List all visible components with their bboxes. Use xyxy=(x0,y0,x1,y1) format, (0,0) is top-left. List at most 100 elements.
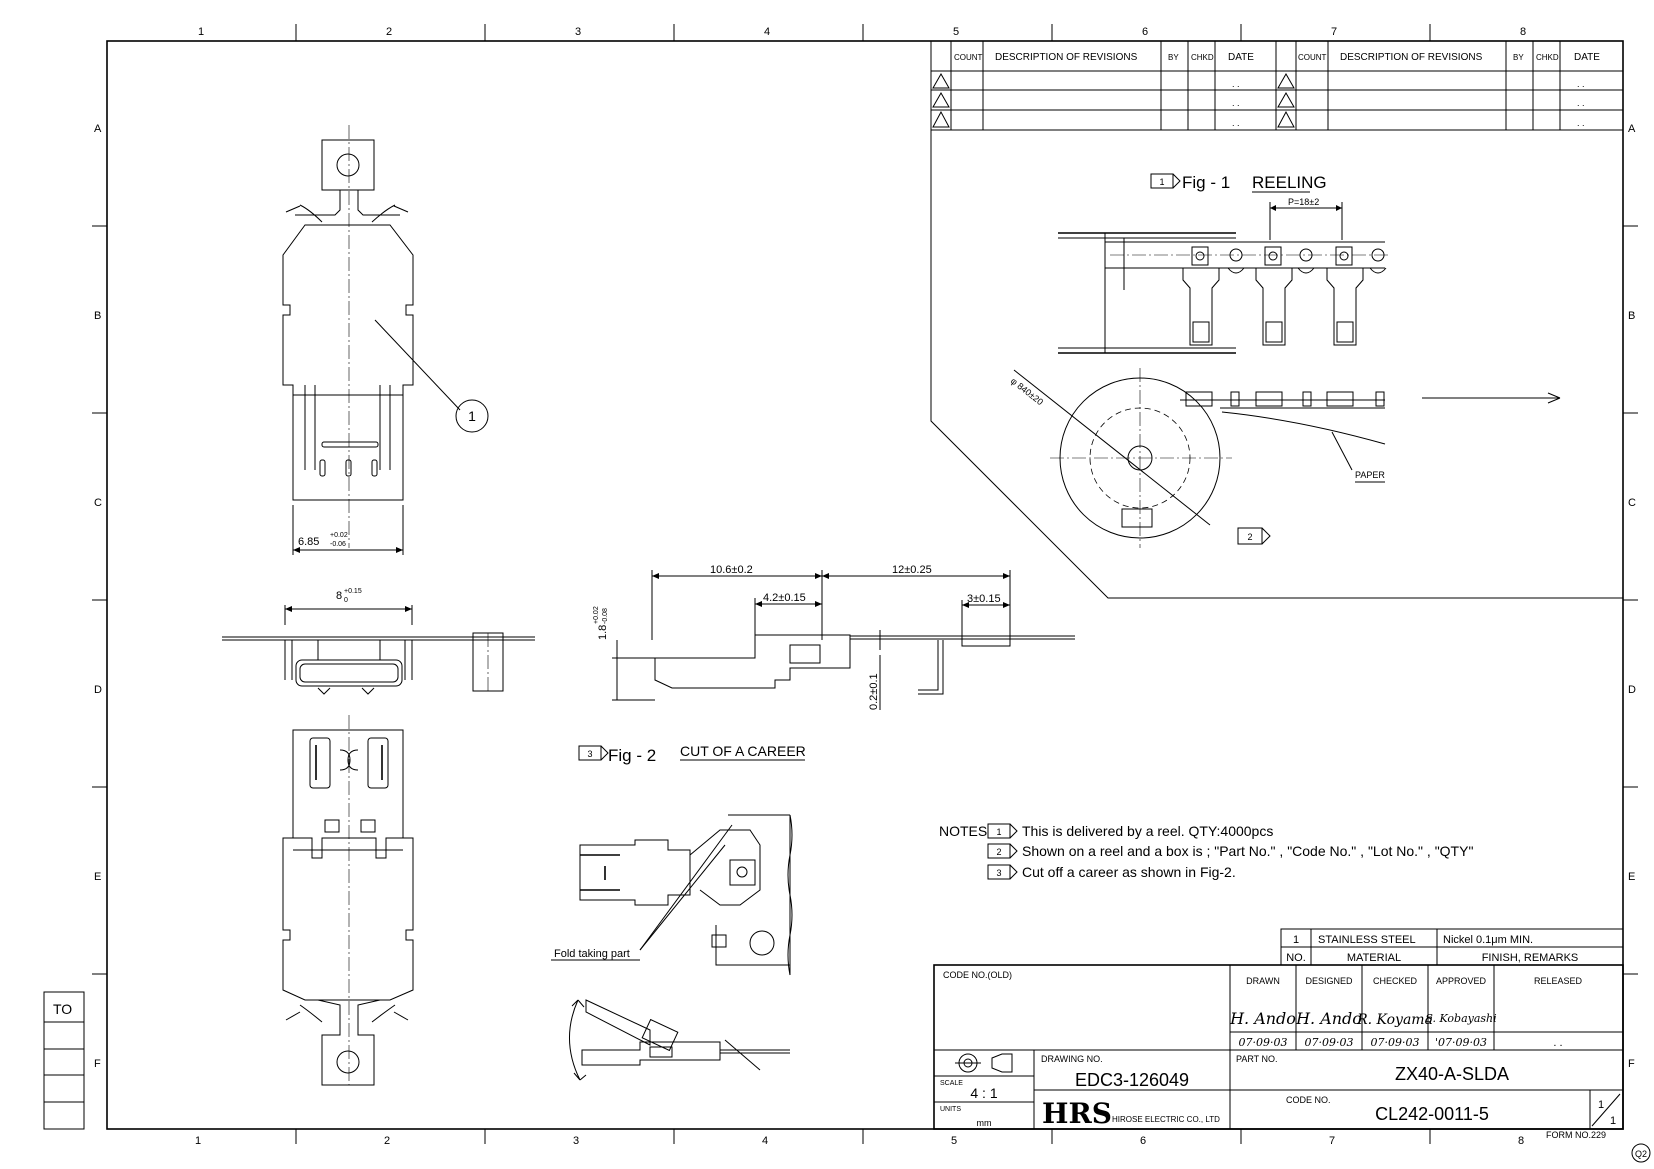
rev-col-date-2: DATE xyxy=(1574,52,1600,63)
scale-label: SCALE xyxy=(940,1080,963,1087)
zone-col-4-bottom: 4 xyxy=(762,1135,768,1147)
dim-1-8-tol-bot: -0.08 xyxy=(602,608,609,624)
zone-col-6: 6 xyxy=(1142,26,1148,38)
drawing-no-label: DRAWING NO. xyxy=(1041,1054,1103,1064)
dim-8-tol-top: +0.15 xyxy=(344,588,362,595)
material-hdr-finish: FINISH, REMARKS xyxy=(1482,952,1579,964)
zone-row-c-right: C xyxy=(1628,497,1636,509)
fig2-badge: 3 xyxy=(587,749,592,759)
zone-labels-right: A B C D E F xyxy=(1628,123,1636,1070)
fig1-region-outline xyxy=(930,130,1623,599)
zone-row-a-right: A xyxy=(1628,123,1636,135)
zone-row-e: E xyxy=(94,871,101,883)
material-finish: Nickel 0.1μm MIN. xyxy=(1443,934,1533,946)
to-box: TO xyxy=(43,991,85,1130)
zone-col-8-bottom: 8 xyxy=(1518,1135,1524,1147)
rev-col-count-2: COUNT xyxy=(1298,53,1327,62)
zone-col-4: 4 xyxy=(764,26,770,38)
fig2-title: Fig - 2 xyxy=(608,746,656,765)
note-2-badge: 2 xyxy=(996,847,1001,857)
rev-col-chkd-2: CHKD xyxy=(1536,53,1559,62)
dim-6-85: 6.85 xyxy=(298,536,319,548)
sheet-number: 1 xyxy=(1598,1099,1604,1111)
units-label: UNITS xyxy=(940,1106,961,1113)
dim-4-2: 4.2±0.15 xyxy=(763,592,806,604)
checked-label: CHECKED xyxy=(1373,976,1418,986)
rev-date-3: . . xyxy=(1232,118,1240,128)
dim-8-tol-bot: 0 xyxy=(344,597,348,604)
projection-symbol-icon xyxy=(955,1053,1013,1073)
dim-12: 12±0.25 xyxy=(892,564,932,576)
zone-row-f-right: F xyxy=(1628,1058,1635,1070)
code-no-old-label: CODE NO.(OLD) xyxy=(943,970,1012,980)
fig1-title: Fig - 1 xyxy=(1182,173,1230,192)
dim-8: 8 xyxy=(336,590,342,602)
rev-col-description-2: DESCRIPTION OF REVISIONS xyxy=(1340,52,1483,63)
checked-signature: R. Koyama xyxy=(1356,1012,1433,1028)
approved-label: APPROVED xyxy=(1436,976,1487,986)
rev-col-by-2: BY xyxy=(1513,53,1524,62)
fig2-subtitle: CUT OF A CAREER xyxy=(680,743,806,759)
note-1-text: This is delivered by a reel. QTY:4000pcs xyxy=(1022,823,1273,839)
zone-col-7-bottom: 7 xyxy=(1329,1135,1335,1147)
zone-row-e-right: E xyxy=(1628,871,1635,883)
zone-ticks xyxy=(92,24,1638,1144)
note-2-text: Shown on a reel and a box is ; "Part No.… xyxy=(1022,843,1473,859)
fig1-subtitle: REELING xyxy=(1252,173,1327,192)
fig1-pitch: P=18±2 xyxy=(1288,197,1319,207)
zone-row-d: D xyxy=(94,684,102,696)
designed-signature: H. Ando xyxy=(1295,1009,1362,1028)
drawn-signature: H. Ando xyxy=(1229,1009,1296,1028)
fig1-reeling: 1 Fig - 1 REELING P=18±2 xyxy=(1009,173,1561,548)
fig2-fold-label: Fold taking part xyxy=(554,948,630,960)
rev-col-date: DATE xyxy=(1228,52,1254,63)
zone-row-a: A xyxy=(94,123,102,135)
zone-col-1: 1 xyxy=(198,26,204,38)
code-no: CL242-0011-5 xyxy=(1375,1104,1489,1124)
zone-col-1-bottom: 1 xyxy=(195,1135,201,1147)
sheet-frame xyxy=(106,40,1624,1130)
drawn-label: DRAWN xyxy=(1246,976,1280,986)
zone-row-c: C xyxy=(94,497,102,509)
fig1-badge: 1 xyxy=(1159,177,1164,187)
drawing-no: EDC3-126049 xyxy=(1075,1070,1189,1090)
dim-1-8: 1.8 xyxy=(597,625,609,640)
dim-6-85-tol-top: +0.02 xyxy=(330,532,348,539)
rev-col-by: BY xyxy=(1168,53,1179,62)
approved-date: '07·09·03 xyxy=(1435,1036,1487,1049)
released-date: . . xyxy=(1553,1037,1562,1049)
company-name: HIROSE ELECTRIC CO., LTD xyxy=(1112,1115,1220,1124)
notes: NOTES 1 This is delivered by a reel. QTY… xyxy=(939,823,1473,880)
fig2-cut-of-career: 3 Fig - 2 CUT OF A CAREER Fold taking pa… xyxy=(551,743,806,1081)
dim-0-2: 0.2±0.1 xyxy=(868,673,880,710)
zone-row-b: B xyxy=(94,310,101,322)
side-view: 10.6±0.2 12±0.25 4.2±0.15 3±0.15 1.8 +0.… xyxy=(593,564,1075,710)
zone-col-6-bottom: 6 xyxy=(1140,1135,1146,1147)
released-label: RELEASED xyxy=(1534,976,1583,986)
rev-col-count: COUNT xyxy=(954,53,983,62)
top-view: 1 6.85 +0.02 -0.06 xyxy=(282,125,489,555)
rev-col-chkd: CHKD xyxy=(1191,53,1214,62)
part-no-label: PART NO. xyxy=(1236,1054,1278,1064)
front-view: 8 +0.15 0 xyxy=(222,588,535,695)
zone-col-5: 5 xyxy=(953,26,959,38)
zone-col-2: 2 xyxy=(386,26,392,38)
zone-row-d-right: D xyxy=(1628,684,1636,696)
units-value: mm xyxy=(977,1118,992,1128)
material-no: 1 xyxy=(1293,934,1299,946)
dim-6-85-tol-bot: -0.06 xyxy=(330,541,346,548)
bottom-view xyxy=(282,715,414,1086)
zone-col-5-bottom: 5 xyxy=(951,1135,957,1147)
dim-1-8-tol-top: +0.02 xyxy=(593,606,600,624)
dim-10-6: 10.6±0.2 xyxy=(710,564,753,576)
zone-col-2-bottom: 2 xyxy=(384,1135,390,1147)
title-block: CODE NO.(OLD) DRAWN DESIGNED CHECKED APP… xyxy=(933,964,1651,1163)
to-label: TO xyxy=(53,1001,72,1017)
material-hdr-no: NO. xyxy=(1286,952,1306,964)
rev-date-1: . . xyxy=(1232,79,1240,89)
sheet-total: 1 xyxy=(1610,1115,1616,1127)
hrs-logo: HRS xyxy=(1042,1097,1112,1130)
drawn-date: 07·09·03 xyxy=(1239,1036,1288,1049)
zone-col-7: 7 xyxy=(1331,26,1337,38)
